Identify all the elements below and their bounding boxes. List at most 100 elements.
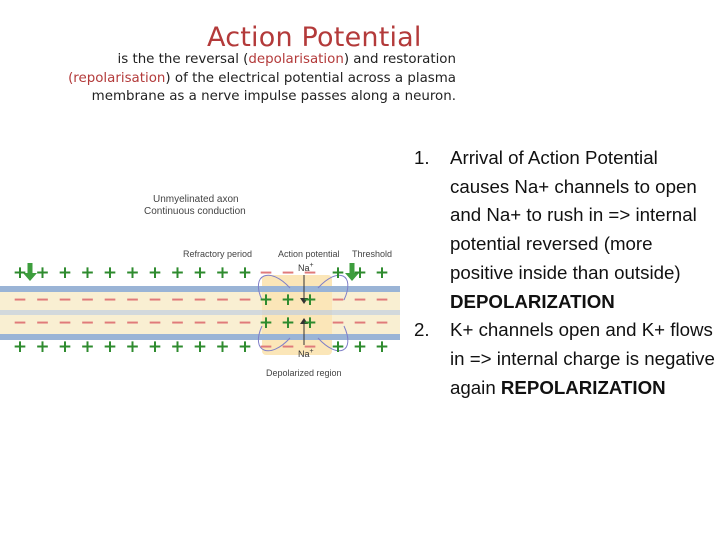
inner-minus-bottom: − bbox=[193, 313, 207, 333]
outer-plus-bottom: + bbox=[170, 337, 184, 357]
slide-title: Action Potential bbox=[207, 22, 422, 53]
inner-minus-top: − bbox=[13, 290, 27, 310]
outer-plus-bottom: + bbox=[80, 337, 94, 357]
inner-minus-top: − bbox=[125, 290, 139, 310]
outer-plus-top: + bbox=[238, 263, 252, 283]
repolarisation-term: (repolarisation bbox=[68, 70, 166, 86]
outer-plus-top: + bbox=[35, 263, 49, 283]
sodium-bottom-symbol: Na bbox=[298, 349, 310, 359]
inner-plus-depolarized: + bbox=[281, 313, 295, 333]
inner-minus-bottom: − bbox=[375, 313, 389, 333]
outer-plus-bottom: + bbox=[353, 337, 367, 357]
step-keyword: DEPOLARIZATION bbox=[450, 290, 615, 312]
definition-part-3: ) of the electrical potential across a p… bbox=[165, 70, 456, 86]
outer-minus-depolarized: − bbox=[259, 263, 273, 283]
outer-plus-top: + bbox=[331, 263, 345, 283]
axon-core-stripe bbox=[0, 310, 400, 315]
inner-minus-top: − bbox=[103, 290, 117, 310]
outer-plus-top: + bbox=[103, 263, 117, 283]
inner-minus-top: − bbox=[331, 290, 345, 310]
axon-label: Unmyelinated axon bbox=[153, 194, 239, 205]
sodium-bottom-charge: + bbox=[310, 348, 314, 355]
outer-plus-top: + bbox=[148, 263, 162, 283]
inner-plus-depolarized: + bbox=[303, 290, 317, 310]
sodium-top-charge: + bbox=[310, 262, 314, 269]
inner-minus-bottom: − bbox=[125, 313, 139, 333]
inner-minus-bottom: − bbox=[238, 313, 252, 333]
outer-minus-depolarized: − bbox=[281, 263, 295, 283]
lower-membrane bbox=[0, 334, 400, 340]
sodium-top-label: Na+ bbox=[298, 262, 314, 273]
threshold-arrow-head-0 bbox=[23, 273, 37, 281]
outer-plus-top: + bbox=[125, 263, 139, 283]
local-current-loop-0 bbox=[257, 274, 291, 301]
inner-minus-top: − bbox=[170, 290, 184, 310]
inner-minus-top: − bbox=[80, 290, 94, 310]
inner-minus-top: − bbox=[375, 290, 389, 310]
inner-plus-depolarized: + bbox=[259, 290, 273, 310]
outer-plus-top: + bbox=[80, 263, 94, 283]
local-current-loop-2 bbox=[257, 325, 291, 352]
inner-minus-bottom: − bbox=[353, 313, 367, 333]
outer-plus-top: + bbox=[170, 263, 184, 283]
depolarized-region-label: Depolarized region bbox=[266, 368, 342, 378]
outer-plus-bottom: + bbox=[148, 337, 162, 357]
sodium-top-symbol: Na bbox=[298, 263, 310, 273]
outer-minus-depolarized: − bbox=[303, 263, 317, 283]
step-text: Arrival of Action Potential causes Na+ c… bbox=[450, 147, 697, 283]
inner-minus-top: − bbox=[58, 290, 72, 310]
local-current-loop-3 bbox=[317, 325, 349, 352]
inner-minus-top: − bbox=[193, 290, 207, 310]
step-keyword: REPOLARIZATION bbox=[500, 376, 666, 398]
action-potential-label: Action potential bbox=[278, 249, 340, 259]
inner-minus-bottom: − bbox=[331, 313, 345, 333]
outer-plus-bottom: + bbox=[238, 337, 252, 357]
outer-plus-top: + bbox=[375, 263, 389, 283]
inner-plus-depolarized: + bbox=[303, 313, 317, 333]
outer-plus-top: + bbox=[215, 263, 229, 283]
conduction-label: Continuous conduction bbox=[144, 206, 246, 217]
outer-plus-bottom: + bbox=[215, 337, 229, 357]
definition-text: is the the reversal (depolarisation) and… bbox=[16, 51, 456, 107]
inner-minus-top: − bbox=[215, 290, 229, 310]
outer-plus-top: + bbox=[193, 263, 207, 283]
definition-part-1: is the the reversal ( bbox=[117, 52, 249, 67]
outer-minus-depolarized: − bbox=[259, 337, 273, 357]
inner-minus-top: − bbox=[238, 290, 252, 310]
threshold-label: Threshold bbox=[352, 249, 392, 259]
membrane-charges: ++++++++++++++++++++++−−−−−−−−−−−−−−−−−−… bbox=[13, 263, 389, 357]
outer-minus-depolarized: − bbox=[281, 337, 295, 357]
refractory-label: Refractory period bbox=[183, 249, 252, 259]
axon-body bbox=[0, 263, 400, 355]
inner-plus-depolarized: + bbox=[259, 313, 273, 333]
inner-minus-bottom: − bbox=[103, 313, 117, 333]
sodium-influx-top-head bbox=[300, 298, 308, 304]
inner-minus-bottom: − bbox=[35, 313, 49, 333]
outer-plus-bottom: + bbox=[375, 337, 389, 357]
outer-plus-bottom: + bbox=[103, 337, 117, 357]
outer-plus-bottom: + bbox=[193, 337, 207, 357]
definition-part-4: membrane as a nerve impulse passes along… bbox=[91, 89, 456, 104]
outer-plus-top: + bbox=[353, 263, 367, 283]
axon-diagram: Unmyelinated axon Continuous conduction … bbox=[0, 180, 400, 385]
inner-minus-bottom: − bbox=[58, 313, 72, 333]
step-repolarization: 2. K+ channels open and K+ flows in => i… bbox=[410, 316, 715, 402]
outer-plus-top: + bbox=[13, 263, 27, 283]
outer-plus-bottom: + bbox=[35, 337, 49, 357]
step-number: 2. bbox=[414, 319, 430, 341]
inner-minus-bottom: − bbox=[148, 313, 162, 333]
inner-minus-top: − bbox=[353, 290, 367, 310]
local-current-loop-1 bbox=[317, 274, 349, 301]
outer-plus-bottom: + bbox=[13, 337, 27, 357]
inner-minus-top: − bbox=[148, 290, 162, 310]
outer-plus-bottom: + bbox=[125, 337, 139, 357]
outer-plus-bottom: + bbox=[331, 337, 345, 357]
inner-minus-bottom: − bbox=[13, 313, 27, 333]
outer-minus-depolarized: − bbox=[303, 337, 317, 357]
depolarisation-term: depolarisation bbox=[248, 52, 344, 67]
sodium-bottom-label: Na+ bbox=[298, 348, 314, 359]
outer-plus-bottom: + bbox=[58, 337, 72, 357]
step-text: K+ channels open and K+ flows in => inte… bbox=[450, 319, 715, 398]
inner-minus-bottom: − bbox=[170, 313, 184, 333]
step-depolarization: 1. Arrival of Action Potential causes Na… bbox=[410, 144, 715, 316]
